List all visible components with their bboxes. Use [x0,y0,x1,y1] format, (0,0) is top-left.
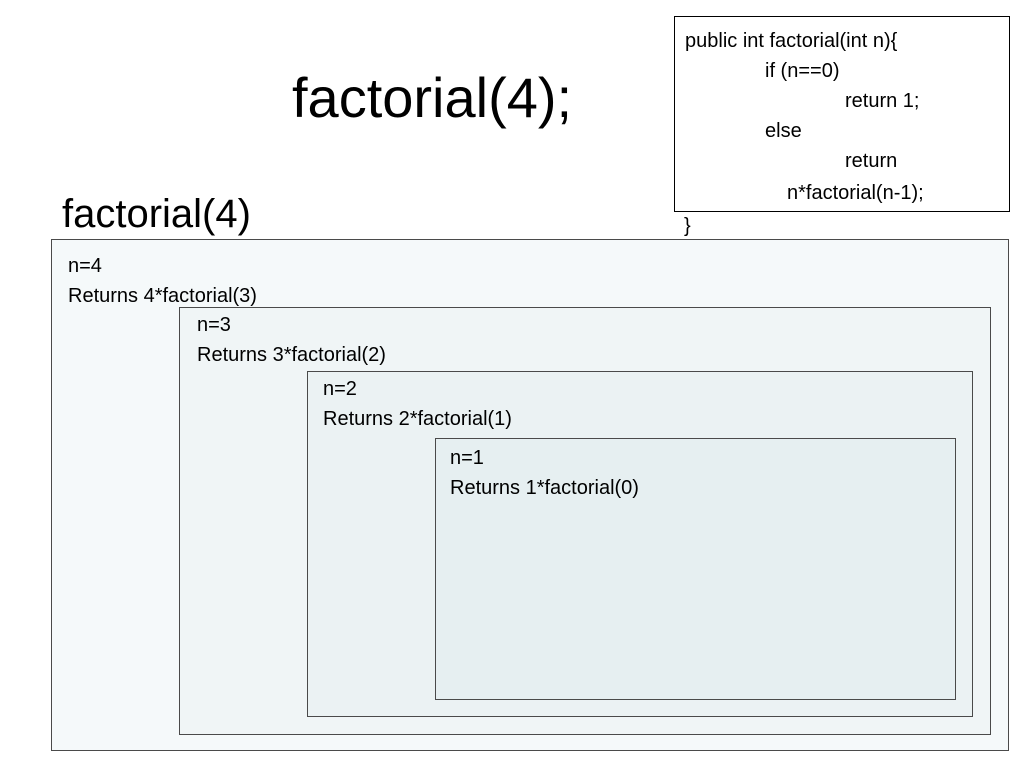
frame-n3-value: n=3 [197,314,231,336]
frame-n3-returns: Returns 3*factorial(2) [197,344,386,366]
frame-n1-value: n=1 [450,447,484,469]
frame-n4-returns: Returns 4*factorial(3) [68,285,257,307]
code-line-return: return [845,150,898,172]
code-box: public int factorial(int n){ if (n==0) r… [674,16,1010,212]
call-frame-n1 [435,438,956,700]
code-line-return-base: return 1; [845,90,920,112]
code-line-recursive-call: n*factorial(n-1); [787,182,924,204]
code-line-closing-brace: } [684,215,691,237]
call-label: factorial(4) [62,192,251,236]
code-line-signature: public int factorial(int n){ [685,30,898,52]
frame-n2-value: n=2 [323,378,357,400]
code-line-else: else [765,120,802,142]
slide-title: factorial(4); [292,66,573,129]
code-line-if: if (n==0) [765,60,840,82]
frame-n1-returns: Returns 1*factorial(0) [450,477,639,499]
frame-n4-value: n=4 [68,255,102,277]
frame-n2-returns: Returns 2*factorial(1) [323,408,512,430]
